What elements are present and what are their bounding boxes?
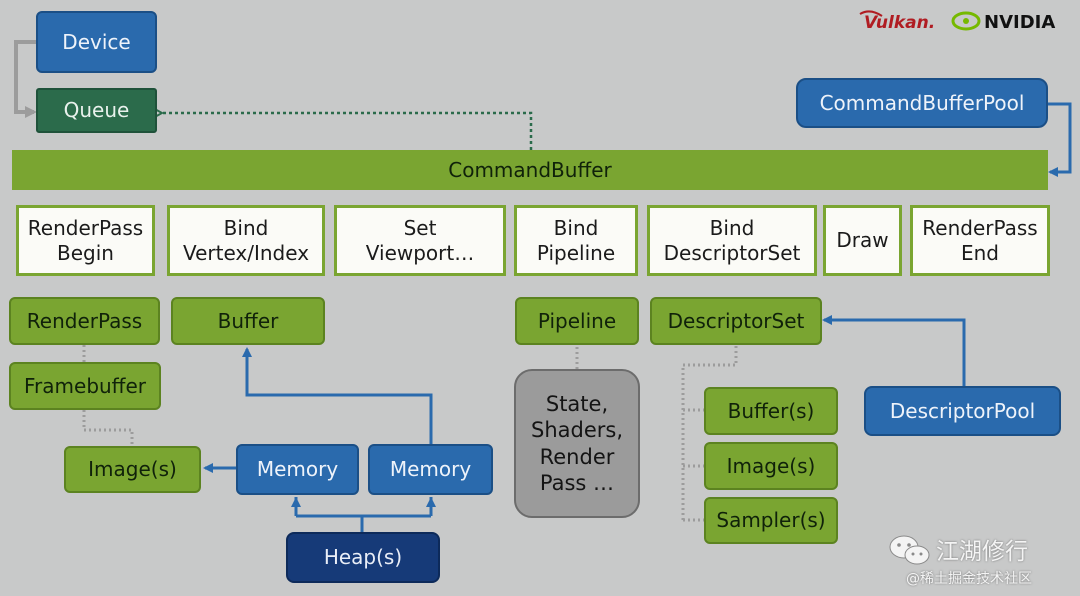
- vulkan-logo: Vulkan. NVIDIA: [859, 10, 1055, 33]
- watermark: 江湖修行 @稀土掘金技术社区: [886, 530, 1076, 592]
- descriptor-samplers-node: Sampler(s): [704, 497, 838, 544]
- nvidia-eye-icon: [951, 11, 981, 31]
- memory-node-2: Memory: [368, 444, 493, 495]
- memory-to-buffer-arrow: [242, 347, 433, 445]
- framebuffer-images-link: [82, 410, 134, 446]
- device-node: Device: [36, 11, 157, 73]
- descriptor-pool-node: DescriptorPool: [864, 386, 1061, 436]
- descriptorset-children-link: [681, 346, 738, 522]
- images-node-left: Image(s): [64, 446, 201, 493]
- command-buffer-pool-node: CommandBufferPool: [796, 78, 1048, 128]
- vulkan-logo-text: Vulkan.: [864, 13, 935, 33]
- buffer-node: Buffer: [171, 297, 325, 345]
- command-buffer-bar: CommandBuffer: [12, 150, 1048, 190]
- device-to-queue-arrow: [14, 40, 37, 118]
- pool-to-commandbuffer-arrow: [1048, 102, 1072, 177]
- cmd-renderpass-begin: RenderPass Begin: [16, 205, 155, 276]
- heaps-node: Heap(s): [286, 532, 440, 583]
- descriptor-set-node: DescriptorSet: [650, 297, 822, 345]
- cmd-renderpass-end: RenderPass End: [910, 205, 1050, 276]
- cmd-bind-vertex-index: Bind Vertex/Index: [167, 205, 325, 276]
- memory-node-1: Memory: [236, 444, 359, 495]
- renderpass-node: RenderPass: [9, 297, 160, 345]
- descriptor-images-node: Image(s): [704, 442, 838, 490]
- descriptor-buffers-node: Buffer(s): [704, 387, 838, 435]
- cmd-bind-descriptor-set: Bind DescriptorSet: [647, 205, 817, 276]
- cmd-set-viewport: Set Viewport…: [334, 205, 506, 276]
- heap-to-memory-arrows: [294, 497, 433, 532]
- pipeline-state-node: State, Shaders, Render Pass …: [514, 369, 640, 518]
- pipeline-node: Pipeline: [515, 297, 639, 345]
- cmd-bind-pipeline: Bind Pipeline: [514, 205, 638, 276]
- commandbuffer-to-queue-arrow: [162, 113, 533, 150]
- nvidia-logo-text: NVIDIA: [984, 12, 1055, 33]
- descriptorpool-to-descriptorset-arrow: [822, 315, 966, 386]
- cmd-draw: Draw: [823, 205, 902, 276]
- queue-node: Queue: [36, 88, 157, 133]
- wechat-icon: [889, 535, 930, 565]
- watermark-source: @稀土掘金技术社区: [906, 571, 1032, 587]
- vendor-logos: Vulkan. NVIDIA: [858, 6, 1068, 34]
- framebuffer-node: Framebuffer: [9, 362, 161, 410]
- watermark-title: 江湖修行: [936, 539, 1028, 565]
